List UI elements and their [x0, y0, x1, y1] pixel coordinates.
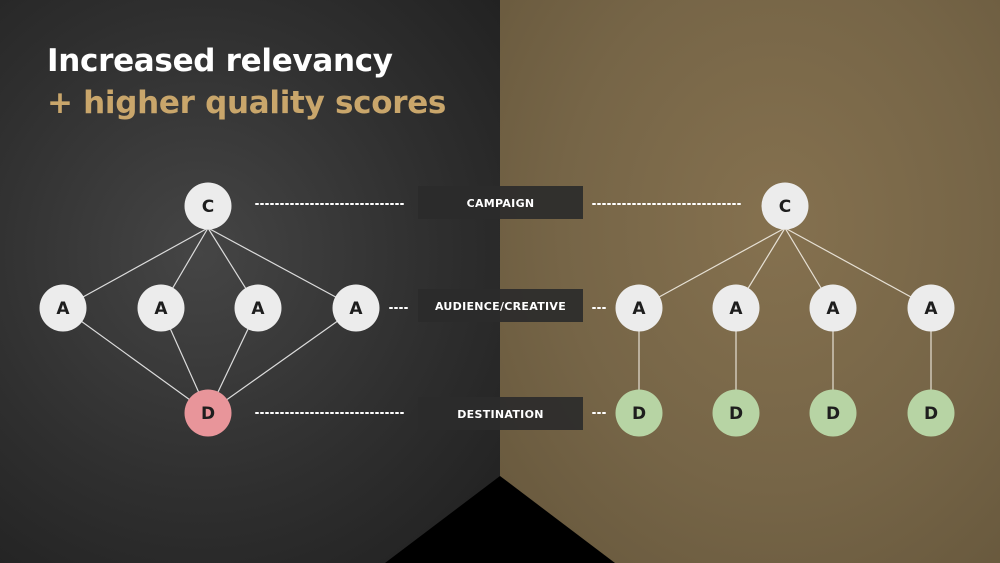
svg-text:D: D	[632, 404, 646, 424]
slide-title: Increased relevancy + higher quality sco…	[47, 40, 446, 124]
level-label-audience: AUDIENCE/CREATIVE	[418, 289, 583, 322]
svg-text:C: C	[779, 197, 791, 217]
level-label-destination-text: DESTINATION	[457, 408, 543, 421]
svg-text:D: D	[826, 404, 840, 424]
level-label-destination: DESTINATION	[418, 397, 583, 430]
right-destination-node: D	[809, 389, 857, 437]
svg-text:D: D	[729, 404, 743, 424]
left-campaign-node: C	[184, 182, 232, 230]
svg-text:A: A	[154, 299, 168, 319]
svg-text:A: A	[924, 299, 938, 319]
right-panel-background	[500, 0, 1000, 563]
right-campaign-node: C	[761, 182, 809, 230]
right-audience-node: A	[907, 284, 955, 332]
left-panel-background	[0, 0, 500, 563]
svg-text:D: D	[201, 404, 215, 424]
left-destination-node: D	[184, 389, 232, 437]
svg-text:A: A	[349, 299, 363, 319]
bottom-triangle	[385, 476, 615, 563]
svg-text:A: A	[826, 299, 840, 319]
dotted-leaders	[255, 203, 744, 414]
right-destination-node: D	[907, 389, 955, 437]
svg-text:D: D	[924, 404, 938, 424]
svg-text:C: C	[202, 197, 214, 217]
level-label-audience-text: AUDIENCE/CREATIVE	[435, 300, 566, 313]
title-line-1: Increased relevancy	[47, 43, 393, 79]
title-line-2: + higher quality scores	[47, 85, 447, 121]
right-destination-node: D	[712, 389, 760, 437]
svg-text:A: A	[56, 299, 70, 319]
level-label-campaign: CAMPAIGN	[418, 186, 583, 219]
left-audience-node: A	[39, 284, 87, 332]
svg-text:A: A	[632, 299, 646, 319]
svg-text:A: A	[729, 299, 743, 319]
right-destination-node: D	[615, 389, 663, 437]
left-connectors	[62, 227, 357, 414]
left-audience-node: A	[234, 284, 282, 332]
right-audience-node: A	[615, 284, 663, 332]
left-audience-node: A	[137, 284, 185, 332]
right-connectors	[638, 227, 932, 413]
level-label-campaign-text: CAMPAIGN	[467, 197, 535, 210]
left-audience-node: A	[332, 284, 380, 332]
right-audience-node: A	[712, 284, 760, 332]
svg-text:A: A	[251, 299, 265, 319]
right-audience-node: A	[809, 284, 857, 332]
